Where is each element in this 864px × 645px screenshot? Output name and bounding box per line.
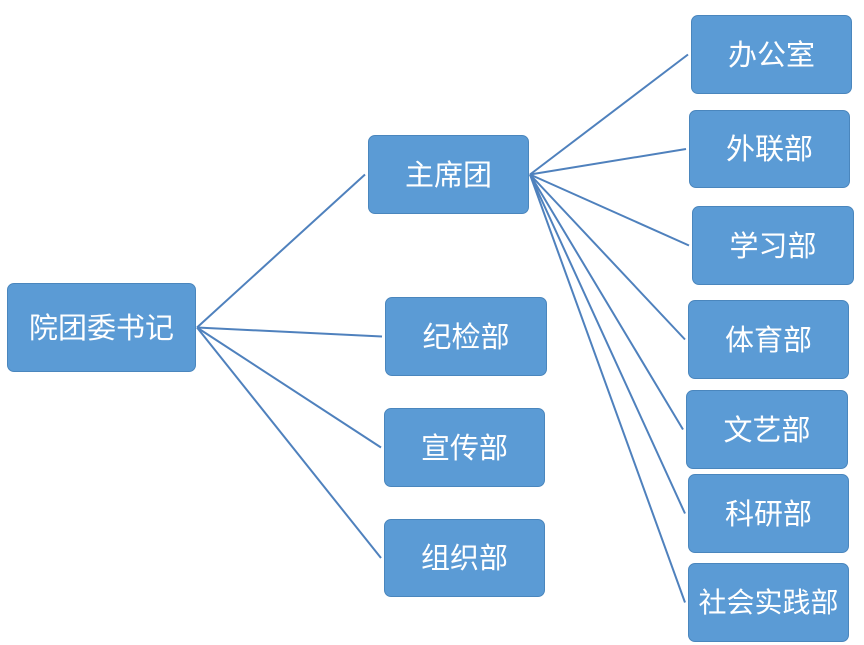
node-study: 学习部 [692,206,854,285]
node-label: 宣传部 [420,430,508,465]
node-label: 文艺部 [723,412,811,447]
connector-presidium-office [529,53,689,176]
node-label: 纪检部 [422,319,510,354]
connector-root-organization [196,326,382,559]
node-label: 学习部 [729,228,817,263]
connector-presidium-study [529,173,690,247]
connector-presidium-research [529,174,686,514]
node-presidium: 主席团 [368,135,529,214]
connector-root-publicity [196,326,382,449]
node-label: 社会实践部 [698,585,839,619]
node-label: 外联部 [725,132,813,166]
node-research: 科研部 [688,474,849,553]
node-organization: 组织部 [384,519,545,597]
node-label: 办公室 [727,37,815,72]
connector-root-discipline [196,326,383,338]
connector-presidium-social_practice [529,174,686,603]
node-office: 办公室 [691,15,852,94]
node-external: 外联部 [689,110,850,188]
connector-presidium-external [529,148,687,176]
node-arts: 文艺部 [686,390,848,469]
node-label: 主席团 [404,157,492,192]
node-social-practice: 社会实践部 [688,563,849,642]
node-root: 院团委书记 [7,283,196,372]
node-discipline: 纪检部 [385,297,547,376]
node-label: 体育部 [724,322,812,357]
node-sports: 体育部 [688,300,849,379]
connector-root-presidium [196,173,366,329]
node-publicity: 宣传部 [384,408,545,487]
connector-presidium-arts [529,173,684,431]
node-label: 组织部 [420,541,508,575]
node-label: 院团委书记 [28,310,174,345]
connector-presidium-sports [529,173,686,341]
node-label: 科研部 [724,496,812,531]
